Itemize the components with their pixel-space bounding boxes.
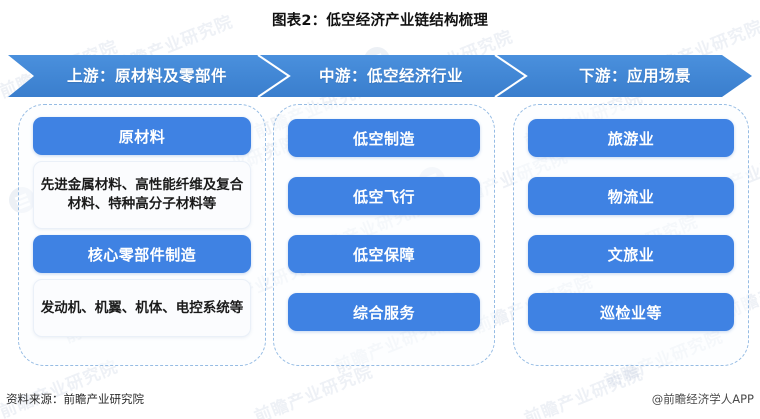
page-title: 图表2：低空经济产业链结构梳理 [271, 13, 489, 29]
node-low-altitude-support[interactable]: 低空保障 [288, 235, 480, 273]
node-logistics[interactable]: 物流业 [528, 177, 734, 215]
node-label: 原材料 [118, 127, 166, 146]
column-midstream: 低空制造 低空飞行 低空保障 综合服务 [273, 104, 495, 366]
node-label: 文旅业 [607, 245, 655, 264]
node-label: 旅游业 [607, 129, 655, 148]
value-chain-columns: 原材料 先进金属材料、高性能纤维及复合材料、特种高分子材料等 核心零部件制造 发… [0, 104, 760, 366]
attribution: @前瞻经济学人APP [651, 392, 754, 406]
node-raw-materials[interactable]: 原材料 [33, 117, 251, 155]
node-label: 低空保障 [352, 245, 415, 264]
column-downstream: 旅游业 物流业 文旅业 巡检业等 [513, 104, 749, 366]
source-note: 资料来源：前瞻产业研究院 [6, 392, 144, 406]
watermark-text: 前瞻产业研究院 [521, 363, 647, 419]
node-label: 核心零部件制造 [87, 245, 197, 264]
node-label: 低空飞行 [352, 187, 415, 206]
node-core-components-detail: 发动机、机翼、机体、电控系统等 [33, 279, 251, 337]
band-segment-upstream: 上游：原材料及零部件 [66, 67, 227, 85]
node-low-altitude-manufacturing[interactable]: 低空制造 [288, 119, 480, 157]
node-core-components[interactable]: 核心零部件制造 [33, 235, 251, 273]
column-upstream: 原材料 先进金属材料、高性能纤维及复合材料、特种高分子材料等 核心零部件制造 发… [18, 104, 266, 366]
node-integrated-services[interactable]: 综合服务 [288, 293, 480, 331]
node-label: 巡检业等 [599, 303, 662, 322]
watermark-text: 前瞻产业研究院 [251, 361, 377, 419]
band-segment-midstream: 中游：低空经济行业 [318, 67, 463, 85]
node-tourism[interactable]: 旅游业 [528, 119, 734, 157]
node-label: 发动机、机翼、机体、电控系统等 [40, 299, 244, 316]
value-chain-band: 上游：原材料及零部件 中游：低空经济行业 下游：应用场景 [8, 55, 752, 97]
node-raw-materials-detail: 先进金属材料、高性能纤维及复合材料、特种高分子材料等 [33, 161, 251, 229]
node-culture-tourism[interactable]: 文旅业 [528, 235, 734, 273]
node-label: 物流业 [607, 187, 655, 206]
node-label: 综合服务 [352, 303, 415, 322]
node-inspection[interactable]: 巡检业等 [528, 293, 734, 331]
node-label: 先进金属材料、高性能纤维及复合材料、特种高分子材料等 [40, 177, 244, 212]
band-shape [8, 55, 752, 97]
node-low-altitude-flight[interactable]: 低空飞行 [288, 177, 480, 215]
band-segment-downstream: 下游：应用场景 [578, 67, 691, 85]
node-label: 低空制造 [352, 129, 415, 148]
